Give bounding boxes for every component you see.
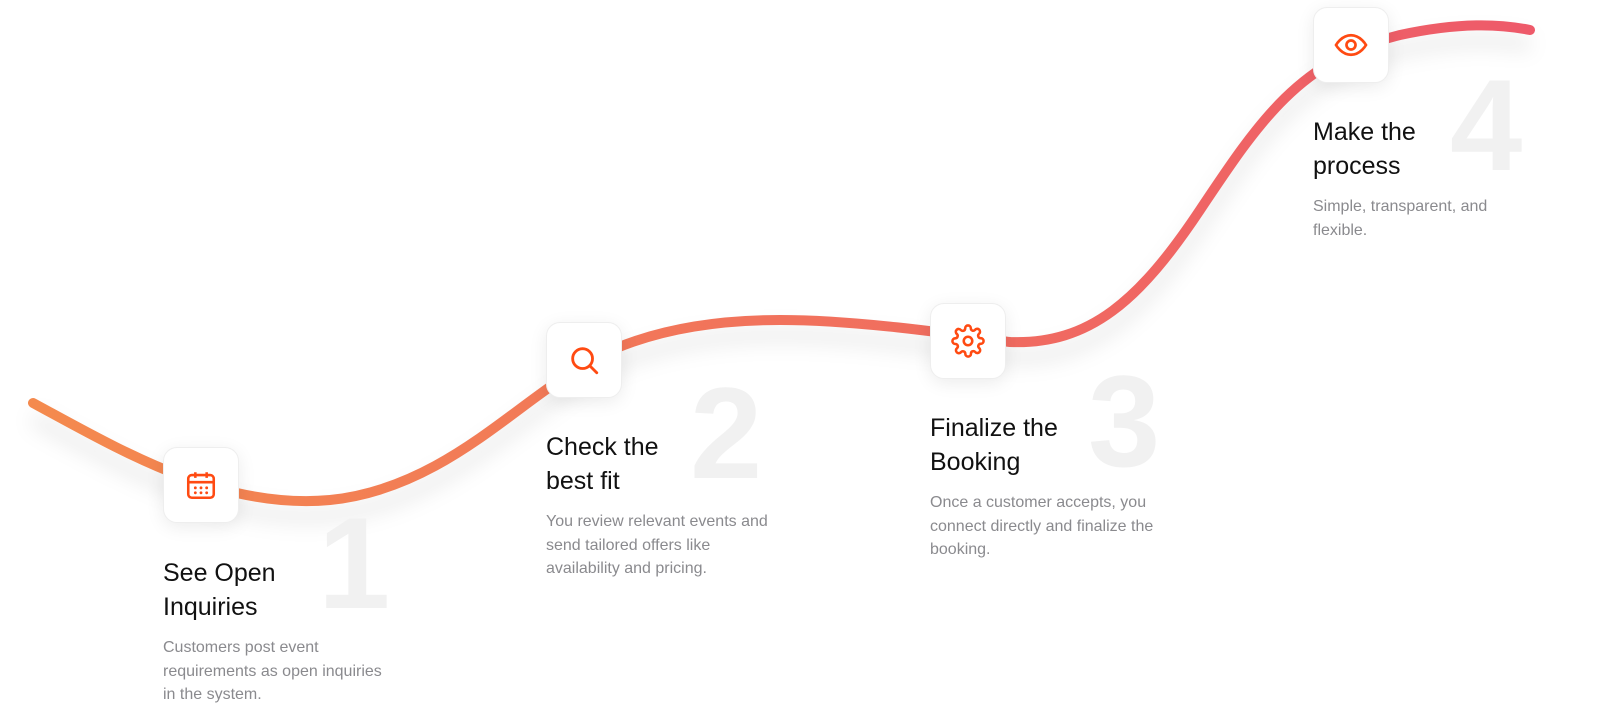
- step-description: Simple, transparent, and flexible.: [1313, 198, 1488, 239]
- step-title-line-1: See Open: [163, 559, 276, 587]
- calendar-icon: [186, 472, 216, 500]
- step-title-line-2: Booking: [930, 448, 1021, 476]
- curve-shadow: [29, 33, 1532, 524]
- step-title-line-2: Inquiries: [163, 593, 258, 621]
- step-title: Make the process: [1313, 115, 1416, 183]
- step-number: 3: [1088, 348, 1161, 494]
- step-description: You review relevant events and send tail…: [546, 513, 768, 577]
- step-title: Check the best fit: [546, 430, 659, 498]
- search-icon: [571, 347, 599, 375]
- eye-icon: [1334, 33, 1368, 57]
- step-title-line-1: Make the: [1313, 118, 1416, 146]
- step-icon-card: [163, 447, 239, 523]
- step-number: 2: [690, 360, 763, 506]
- step-title-line-1: Finalize the: [930, 414, 1058, 442]
- step-title-line-2: best fit: [546, 467, 620, 495]
- step-description: Once a customer accepts, you connect dir…: [930, 494, 1154, 558]
- step-number: 4: [1450, 52, 1523, 198]
- step-icon-card: [1313, 7, 1389, 83]
- step-description: Customers post event requirements as ope…: [163, 639, 382, 703]
- step-icon-card: [546, 322, 622, 398]
- curve-line: [28, 20, 1535, 507]
- step-title-line-1: Check the: [546, 433, 659, 461]
- step-icon-card: [930, 303, 1006, 379]
- step-number: 1: [318, 490, 391, 636]
- gear-icon: [951, 324, 985, 358]
- step-title-line-2: process: [1313, 152, 1401, 180]
